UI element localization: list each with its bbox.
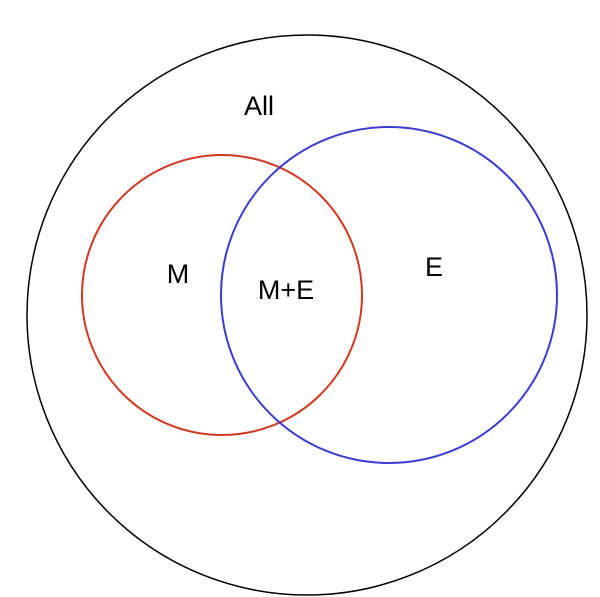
m-set-label: M [167,259,190,289]
all-set-label: All [244,91,274,121]
e-set-circle [220,126,558,464]
m-e-intersection-label: M+E [258,275,314,305]
e-set-label: E [425,252,443,282]
all-set-circle [26,34,588,596]
m-set-circle [81,154,363,436]
